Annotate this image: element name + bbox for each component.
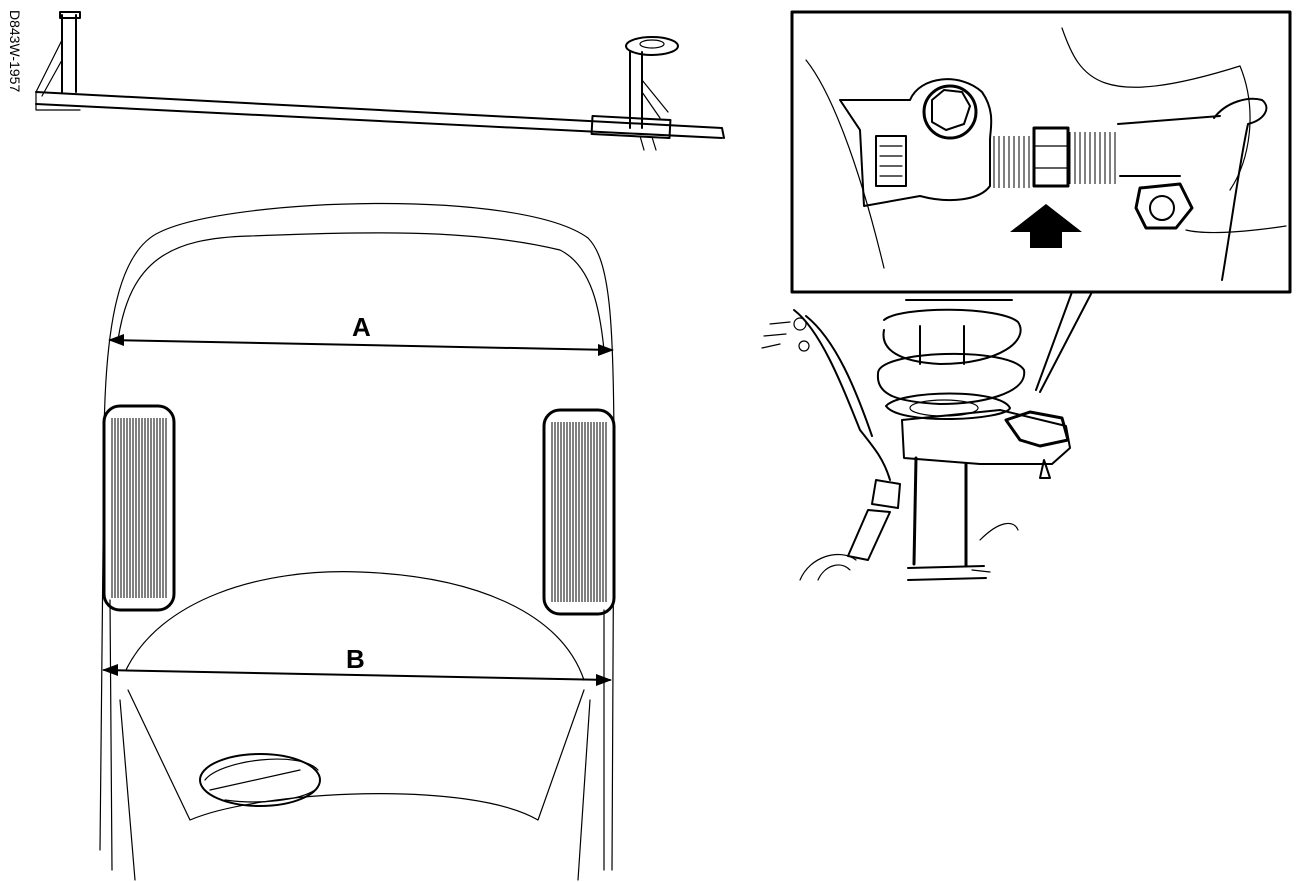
left-front-wheel (102, 404, 176, 612)
strut-assembly (761, 299, 1071, 581)
arrow-icon (1010, 204, 1082, 248)
dimension-a: A (108, 312, 614, 356)
toe-gauge-bar (35, 11, 725, 151)
dimension-b: B (102, 644, 612, 686)
dimension-a-label: A (352, 312, 371, 342)
right-front-wheel (542, 408, 616, 616)
figure-code: D843W-1957 (7, 10, 23, 92)
tie-rod-detail-inset (790, 10, 1292, 294)
car-top-view (99, 202, 615, 881)
dimension-b-label: B (346, 644, 365, 674)
